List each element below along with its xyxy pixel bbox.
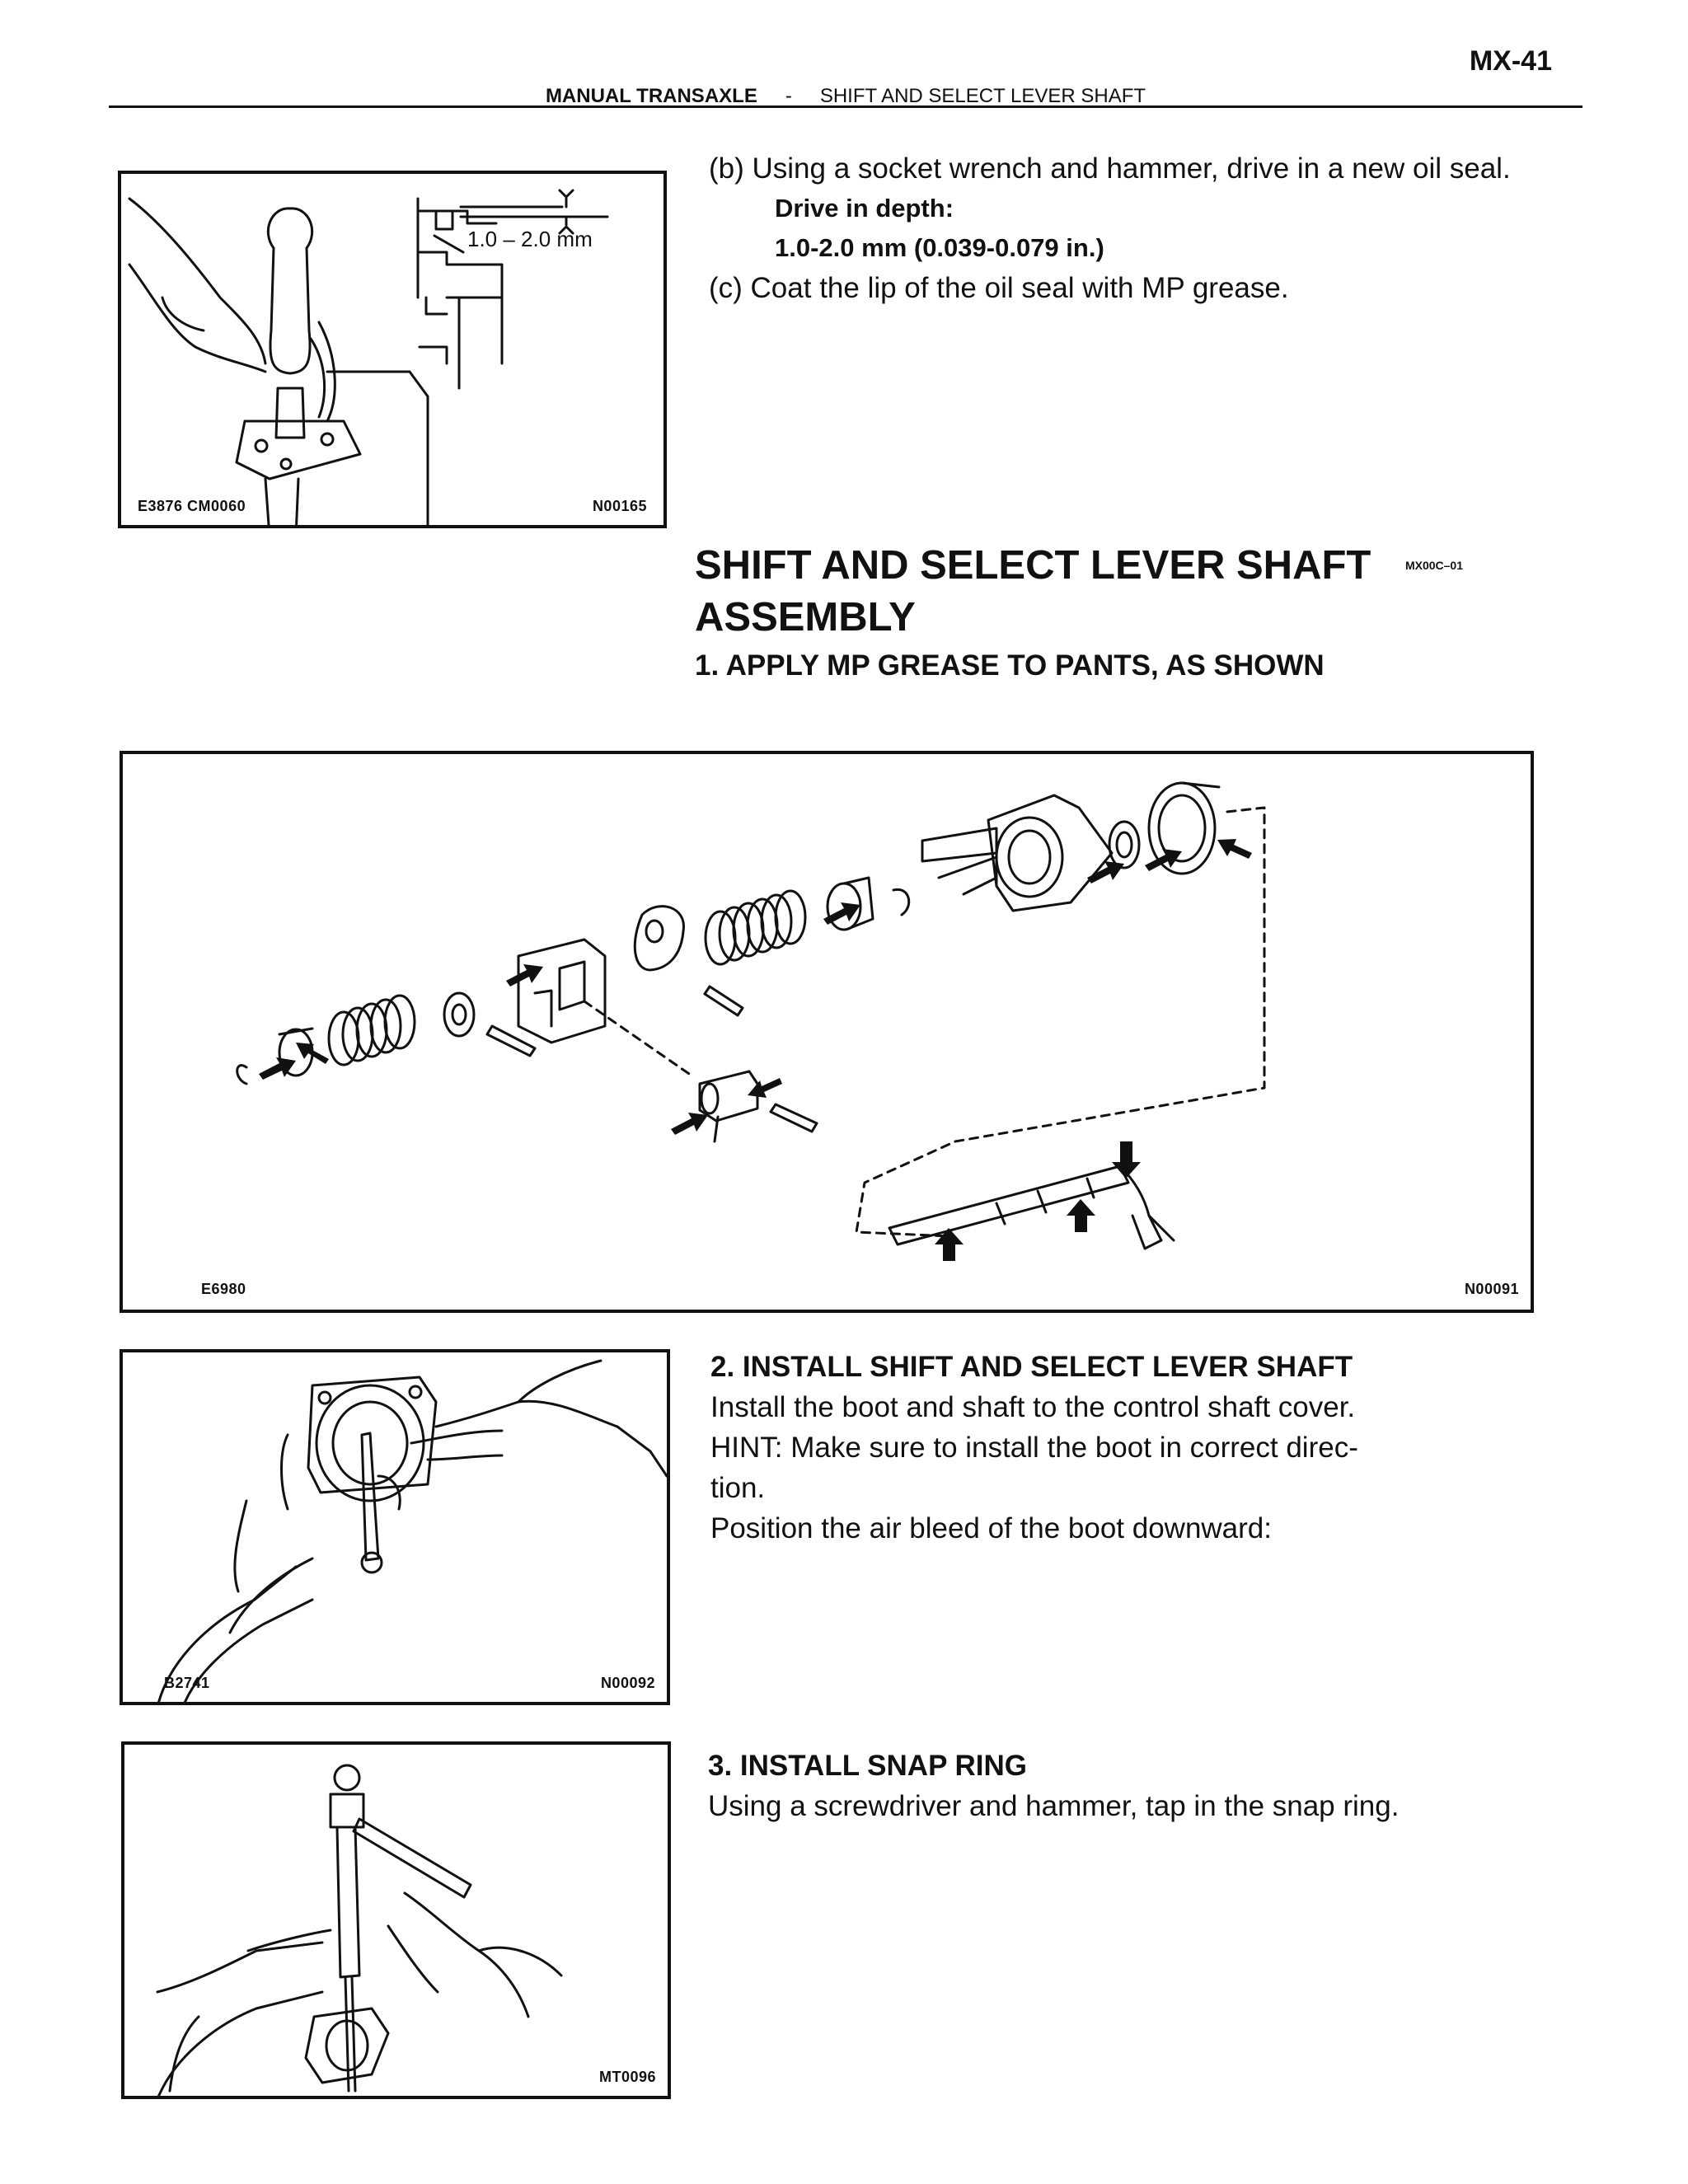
header-topic: SHIFT AND SELECT LEVER SHAFT [819,85,1146,107]
figure-oil-seal: 1.0 – 2.0 mm E3876 CM0060 N00165 [118,171,667,528]
section-tag: MX00C–01 [1404,559,1463,572]
oil-seal-illustration: 1.0 – 2.0 mm [128,189,609,525]
oil-seal-steps: (b) Using a socket wrench and hammer, dr… [709,148,1550,308]
assembly-section: SHIFT AND SELECT LEVER SHAFT MX00C–01 AS… [695,540,1601,686]
figure-code-left: E6980 [201,1281,246,1297]
figure-code-right: N00092 [600,1675,655,1691]
figure-code-right: N00091 [1464,1281,1519,1297]
step-3-line1: Using a screwdriver and hammer, tap in t… [708,1790,1400,1822]
step-c-text: (c) Coat the lip of the oil seal with MP… [709,272,1289,304]
step-2-heading: 2. INSTALL SHIFT AND SELECT LEVER SHAFT [710,1351,1353,1383]
header-rule [109,105,1582,108]
running-header: MANUAL TRANSAXLE - SHIFT AND SELECT LEVER … [109,85,1582,108]
step-2-line4: Position the air bleed of the boot downw… [710,1512,1272,1544]
step-2-line1: Install the boot and shaft to the contro… [710,1391,1356,1423]
section-title: SHIFT AND SELECT LEVER SHAFT MX00C–01 [695,540,1601,592]
header-separator: - [785,85,792,107]
figure-exploded-view: E6980 N00091 [120,751,1534,1313]
step-2-block: 2. INSTALL SHIFT AND SELECT LEVER SHAFT … [710,1347,1576,1549]
exploded-view-illustration [236,781,1266,1261]
install-shaft-illustration [157,1359,667,1702]
figure-snap-ring: MT0096 [121,1741,671,2099]
figure-code-left: B2741 [164,1675,210,1691]
section-title-line1: SHIFT AND SELECT LEVER SHAFT [695,543,1372,588]
figure-install-shaft: B2741 N00092 [120,1349,670,1705]
figure-code-right: MT0096 [598,2069,656,2085]
step-3-heading: 3. INSTALL SNAP RING [708,1750,1027,1782]
dimension-label: 1.0 – 2.0 mm [467,227,593,251]
header-section: MANUAL TRANSAXLE [545,85,757,107]
step-2-line3: tion. [710,1472,766,1504]
step-1-heading: 1. APPLY MP GREASE TO PANTS, AS SHOWN [695,649,1325,682]
figure-code-left: E3876 CM0060 [138,498,246,514]
page-number: MX-41 [1469,45,1552,77]
spec-label: Drive in depth: [775,194,954,223]
figure-code-right: N00165 [592,498,647,514]
snap-ring-illustration [156,1764,563,2096]
section-title-line2: ASSEMBLY [695,595,916,640]
step-2-line2: HINT: Make sure to install the boot in c… [710,1432,1358,1464]
step-3-block: 3. INSTALL SNAP RING Using a screwdriver… [708,1746,1573,1826]
step-b-text: (b) Using a socket wrench and hammer, dr… [709,152,1511,185]
spec-value: 1.0-2.0 mm (0.039-0.079 in.) [775,233,1104,262]
